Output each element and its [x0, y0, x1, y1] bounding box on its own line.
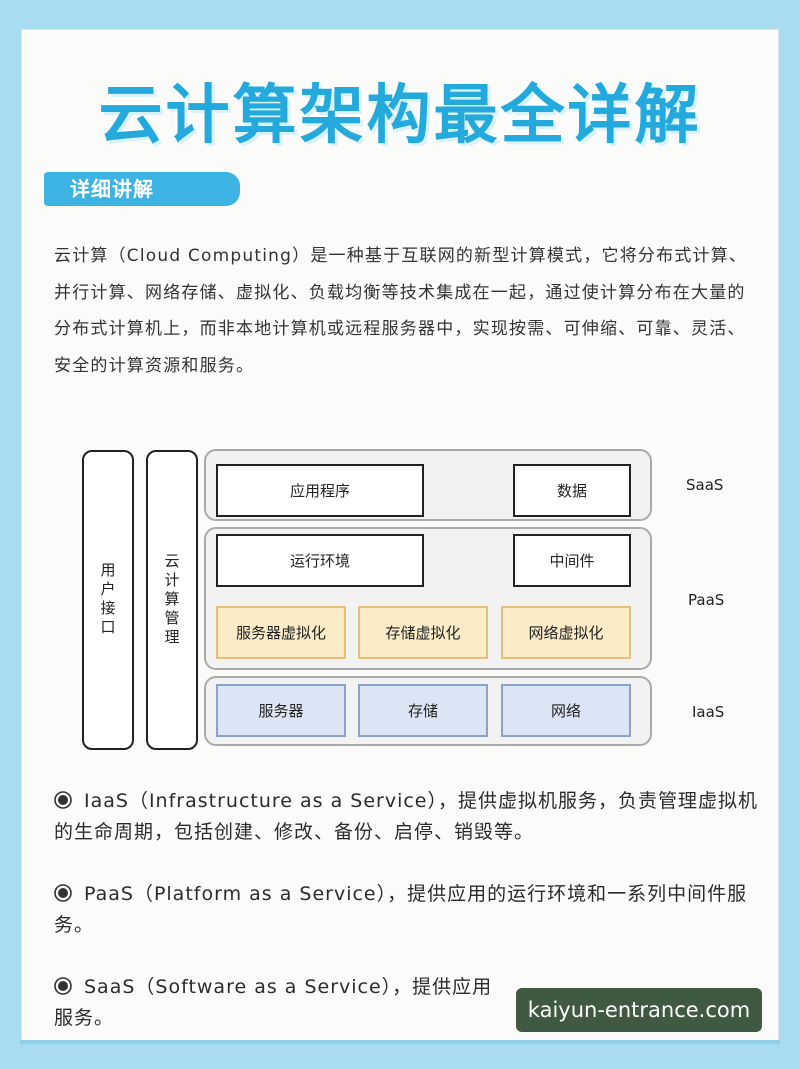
bullet-text: PaaS（Platform as a Service），提供应用的运行环境和一系… [54, 883, 748, 936]
watermark-badge: kaiyun-entrance.com [516, 988, 762, 1032]
paas-label: PaaS [688, 591, 725, 609]
cloud-management-bar: 云计算管理 [146, 450, 198, 750]
bullet-dot-icon [54, 977, 72, 995]
server-box: 服务器 [216, 684, 346, 737]
data-box: 数据 [513, 464, 631, 517]
cloud-management-label: 云计算管理 [162, 552, 181, 648]
app-box: 应用程序 [216, 464, 424, 517]
bullet-iaas: IaaS（Infrastructure as a Service），提供虚拟机服… [54, 786, 760, 848]
server-virtualization-box: 服务器虚拟化 [216, 606, 346, 659]
intro-paragraph: 云计算（Cloud Computing）是一种基于互联网的新型计算模式，它将分布… [54, 246, 748, 376]
middleware-box: 中间件 [513, 534, 631, 587]
bullet-paas: PaaS（Platform as a Service），提供应用的运行环境和一系… [54, 879, 760, 941]
storage-virtualization-box: 存储虚拟化 [358, 606, 488, 659]
bullet-dot-icon [54, 884, 72, 902]
bullet-saas: SaaS（Software as a Service），提供应用服务。 [54, 972, 494, 1034]
user-interface-label: 用户接口 [98, 562, 117, 638]
bullet-text: SaaS（Software as a Service），提供应用服务。 [54, 976, 493, 1029]
network-virtualization-box: 网络虚拟化 [501, 606, 631, 659]
bullet-text: IaaS（Infrastructure as a Service），提供虚拟机服… [54, 790, 758, 843]
bullet-dot-icon [54, 791, 72, 809]
runtime-box: 运行环境 [216, 534, 424, 587]
network-box: 网络 [501, 684, 631, 737]
card-edge [20, 1040, 780, 1044]
iaas-label: IaaS [692, 703, 725, 721]
page-title: 云计算架构最全详解 [98, 79, 702, 153]
storage-box: 存储 [358, 684, 488, 737]
user-interface-bar: 用户接口 [82, 450, 134, 750]
saas-label: SaaS [686, 476, 724, 494]
section-tag: 详细讲解 [44, 172, 240, 206]
